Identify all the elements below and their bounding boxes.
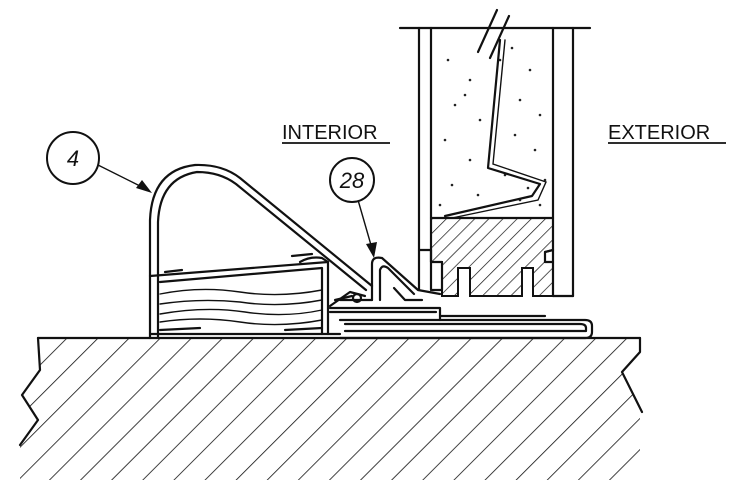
callout-4: 4: [46, 131, 100, 185]
sill-track: [328, 306, 594, 340]
profile-extrusion: [148, 163, 374, 340]
callout-28-text: 28: [339, 168, 365, 193]
substrate-hatch: [20, 338, 640, 480]
callout-4-circle: [46, 131, 100, 185]
left-clip: [417, 248, 444, 292]
leader-lines: [91, 161, 377, 258]
glazing-foil-line-inner: [451, 39, 547, 219]
label-exterior: EXTERIOR: [608, 122, 726, 144]
substrate-break-left: [18, 336, 42, 447]
label-exterior-text: EXTERIOR: [608, 122, 710, 144]
label-interior-text: INTERIOR: [282, 122, 378, 144]
substrate-break-right: [620, 336, 644, 414]
right-clip: [543, 248, 555, 264]
arrowhead-4: [136, 180, 152, 193]
callout-28-circle: [329, 157, 375, 203]
glass-unit: [398, 8, 592, 298]
weatherstrip-seal: [328, 256, 442, 308]
substrate: [18, 336, 644, 480]
callout-4-text: 4: [67, 146, 79, 171]
arrowhead-28: [366, 242, 377, 258]
break-symbol: [476, 8, 511, 60]
spacer-hatch: [430, 217, 554, 297]
callout-28: 28: [329, 157, 375, 203]
glazing-foil-line: [443, 38, 542, 218]
label-interior: INTERIOR: [282, 122, 390, 144]
